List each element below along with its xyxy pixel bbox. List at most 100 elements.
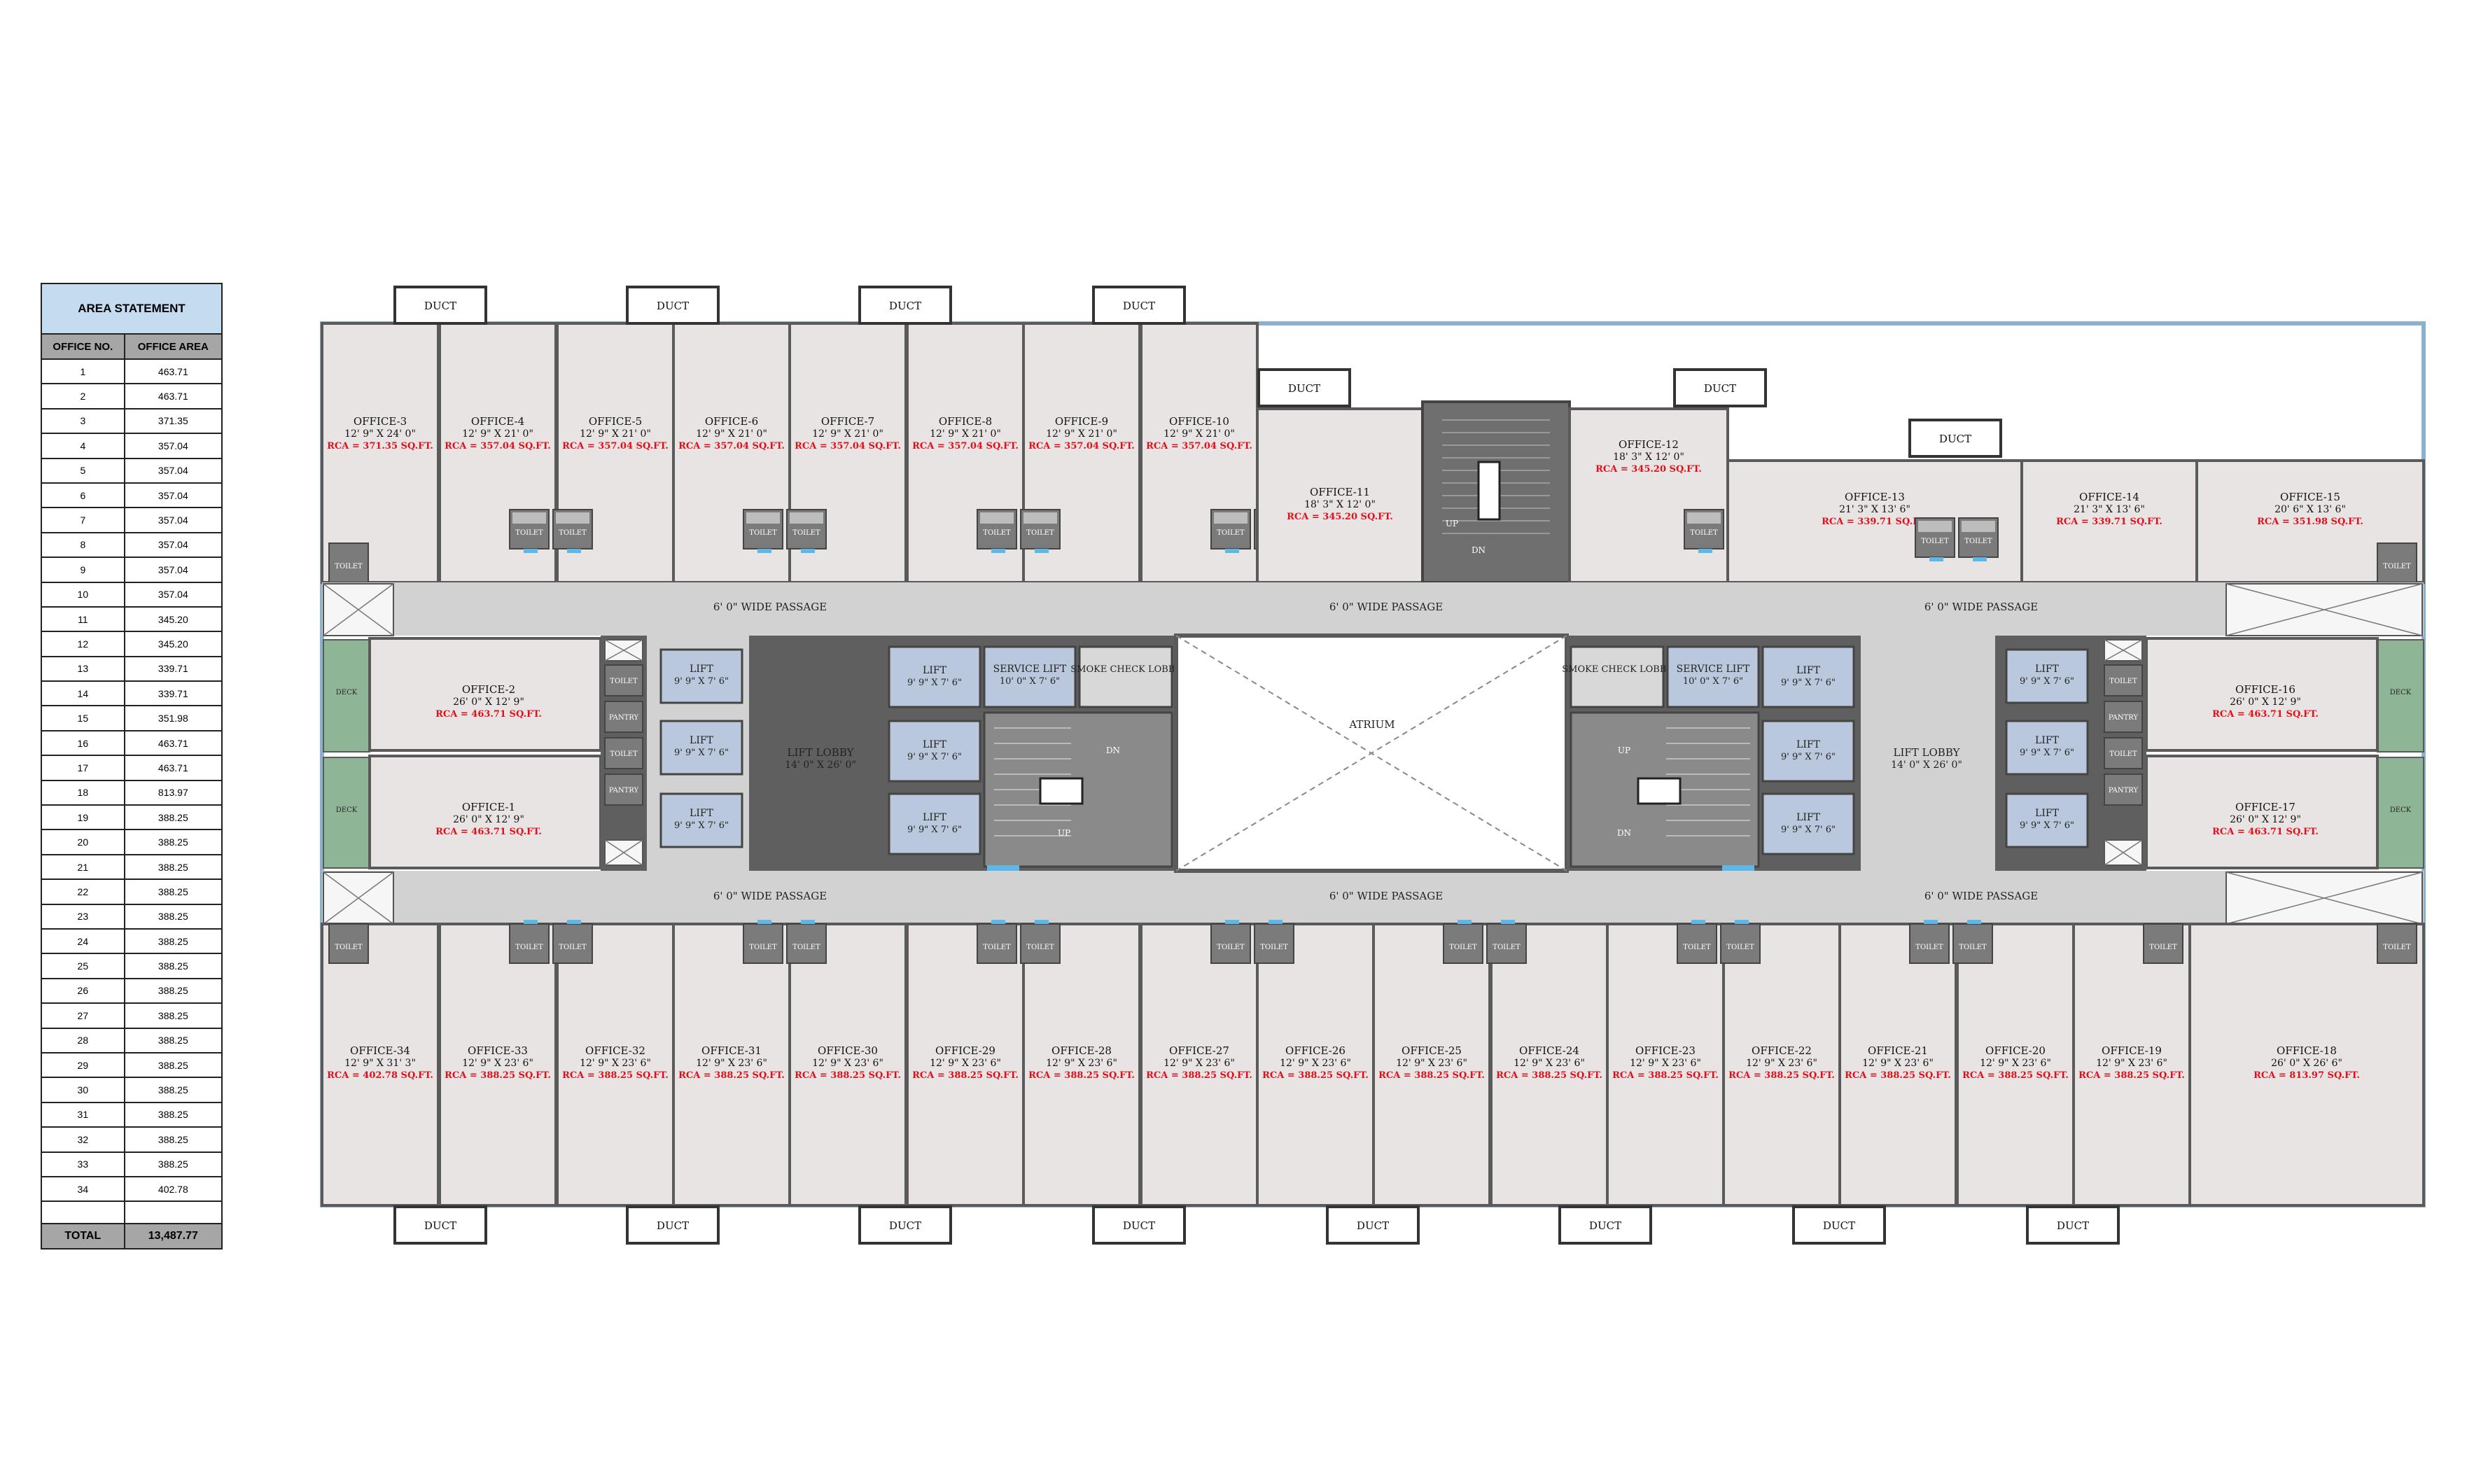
total-label: TOTAL: [41, 1223, 125, 1250]
office-no-cell: 29: [41, 1051, 125, 1079]
stair-up-label: UP: [1618, 746, 1630, 755]
duct-label: DUCT: [889, 300, 921, 312]
smoke-lobby: [1570, 645, 1665, 708]
stair-dn-label: DN: [1472, 545, 1486, 555]
office-rca: RCA = 388.25 SQ.FT.: [1845, 1070, 1951, 1081]
area-statement-title: AREA STATEMENT: [41, 283, 223, 335]
passage-label: 6' 0" WIDE PASSAGE: [1924, 890, 2038, 902]
office-no-cell: 33: [41, 1151, 125, 1177]
toilet-window: [1035, 549, 1049, 553]
office-rca: RCA = 357.04 SQ.FT.: [912, 441, 1019, 451]
office-no-cell: 23: [41, 903, 125, 930]
office-name: OFFICE-30: [818, 1044, 878, 1057]
toilet-label: TOILET: [515, 529, 543, 537]
office-no-cell: 20: [41, 829, 125, 855]
passage-label: 6' 0" WIDE PASSAGE: [713, 601, 827, 613]
lift-dim: 9' 9" X 7' 6": [674, 676, 729, 687]
toilet-label: TOILET: [983, 944, 1011, 951]
office-area-cell: 388.25: [123, 927, 223, 955]
office-area-cell: 388.25: [123, 1126, 223, 1153]
office-name: OFFICE-7: [821, 415, 874, 428]
lift-dim: 9' 9" X 7' 6": [674, 820, 729, 831]
office-dimension: 12' 9" X 23' 6": [930, 1058, 1001, 1069]
deck-label: DECK: [336, 806, 358, 814]
office-area-cell: 357.04: [123, 581, 223, 608]
office-dimension: 26' 0" X 12' 9": [453, 696, 524, 708]
toilet-block: [328, 542, 369, 583]
toilet-block: [2377, 923, 2417, 964]
office-no-cell: 1: [41, 358, 125, 385]
toilet-block: [1486, 923, 1527, 964]
office-no-cell: 5: [41, 457, 125, 484]
pantry-block: [2104, 774, 2143, 806]
deck-label: DECK: [2390, 806, 2412, 814]
toilet-window: [1967, 920, 1981, 924]
office-room: [2195, 459, 2425, 584]
passage-label: 6' 0" WIDE PASSAGE: [1924, 601, 2038, 613]
office-no-cell: 25: [41, 953, 125, 979]
pantry-block: [604, 701, 643, 733]
toilet-label: TOILET: [792, 529, 820, 537]
duct-box: [1908, 419, 2002, 458]
lift-car: [2005, 792, 2089, 848]
office-dimension: 12' 9" X 23' 6": [1046, 1058, 1117, 1069]
duct-box: [858, 1205, 952, 1245]
office-name: OFFICE-19: [2102, 1044, 2162, 1057]
duct-box: [626, 286, 720, 325]
duct-label: DUCT: [1357, 1219, 1389, 1232]
duct-box: [1092, 1205, 1186, 1245]
toilet-label: TOILET: [1683, 944, 1711, 951]
pantry-label: PANTRY: [609, 787, 639, 794]
toilet-label: TOILET: [1690, 529, 1718, 537]
office-name: OFFICE-5: [589, 415, 642, 428]
duct-box: [1673, 368, 1767, 407]
office-name: OFFICE-3: [354, 415, 407, 428]
duct-label: DUCT: [1589, 1219, 1621, 1232]
toilet-block: [1952, 923, 1993, 964]
duct-label: DUCT: [2057, 1219, 2089, 1232]
stair-well: [1637, 777, 1682, 805]
office-area-cell: 388.25: [123, 977, 223, 1004]
office-room: [1022, 923, 1141, 1207]
office-name: OFFICE-2: [462, 683, 515, 696]
pantry-label: PANTRY: [609, 714, 639, 722]
lift-car: [659, 720, 743, 776]
office-name: OFFICE-18: [2277, 1044, 2337, 1057]
office-no-cell: 30: [41, 1077, 125, 1103]
lift-lobby-label: LIFT LOBBY: [787, 746, 854, 759]
office-room: [1256, 407, 1424, 584]
toilet-fixture: [790, 512, 823, 524]
office-name: OFFICE-31: [701, 1044, 762, 1057]
toilet-block: [552, 923, 593, 964]
pantry-block: [2104, 701, 2143, 733]
lift-car: [1761, 792, 1855, 855]
office-rca: RCA = 371.35 SQ.FT.: [327, 441, 433, 451]
office-no-cell: 22: [41, 878, 125, 905]
lift-lobby-dim: 14' 0" X 26' 0": [785, 760, 856, 771]
toilet-block: [328, 923, 369, 964]
office-name: OFFICE-27: [1169, 1044, 1229, 1057]
office-area-cell: 388.25: [123, 804, 223, 831]
duct-label: DUCT: [1288, 382, 1320, 395]
office-no-cell: 16: [41, 729, 125, 757]
pantry-block: [604, 664, 643, 696]
office-rca: RCA = 388.25 SQ.FT.: [795, 1070, 901, 1081]
duct-box: [1257, 368, 1351, 407]
lift-label: LIFT: [923, 739, 947, 750]
pantry-label: PANTRY: [2109, 787, 2139, 794]
atrium-line: [1175, 635, 1567, 872]
lift-dim: 9' 9" X 7' 6": [1781, 752, 1836, 762]
office-no-cell: 28: [41, 1027, 125, 1054]
office-area-cell: 388.25: [123, 1027, 223, 1054]
office-no-cell: 13: [41, 655, 125, 682]
office-area-cell: 463.71: [123, 358, 223, 385]
